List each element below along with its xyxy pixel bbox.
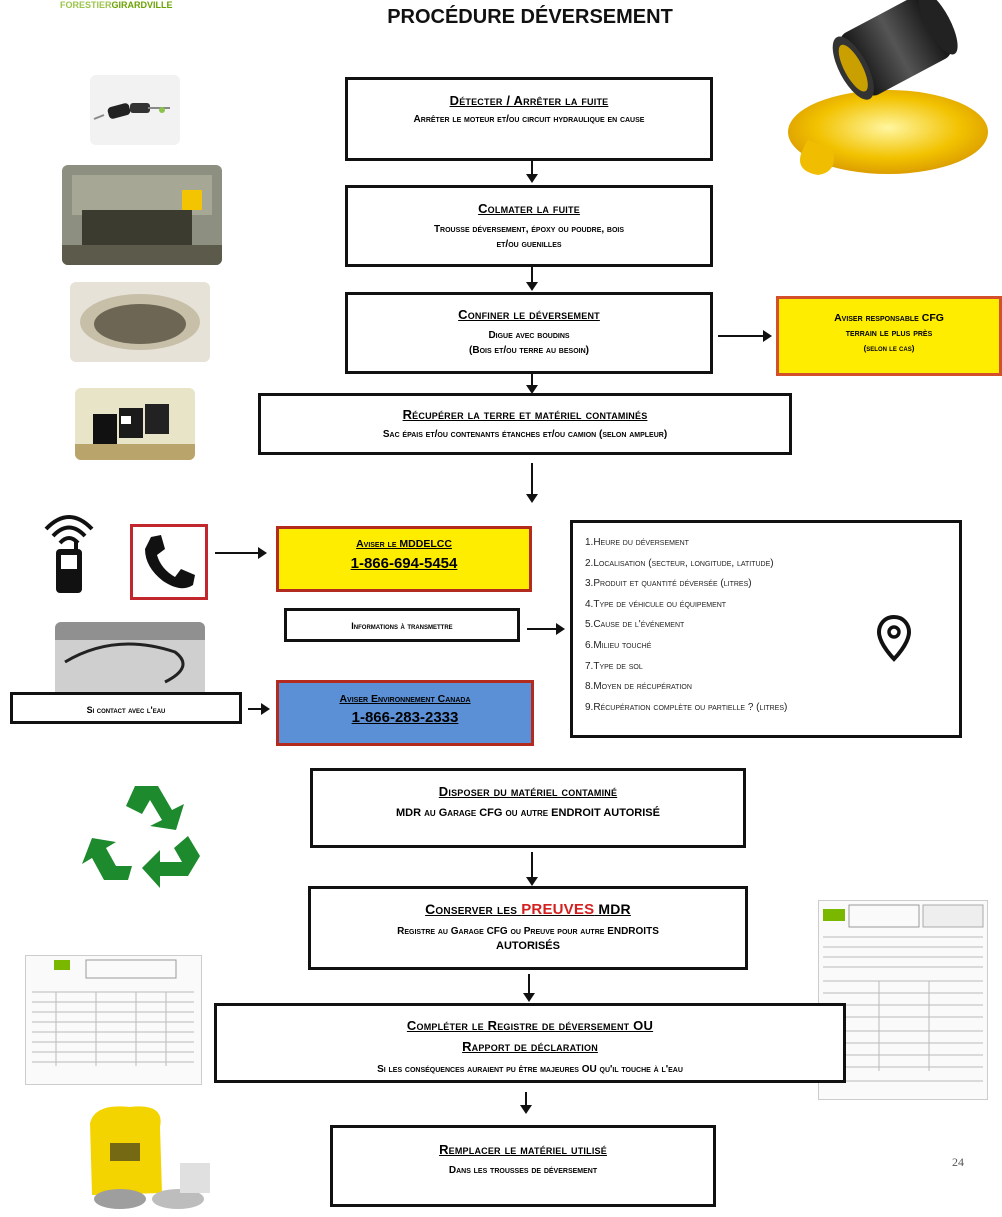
page-number: 24 xyxy=(952,1155,964,1169)
step-detect-title: Détecter / Arrêter la fuite xyxy=(449,93,609,108)
step-replace-material: Remplacer le matériel utilisé Dans les t… xyxy=(330,1125,716,1207)
notify-mddelcc-phone: 1-866-694-5454 xyxy=(350,555,458,572)
machinery-photo xyxy=(62,165,222,265)
declaration-report-thumbnail xyxy=(818,900,988,1100)
arrow-right-to-cfg xyxy=(718,330,772,342)
notify-cfg-line1: Aviser responsable CFG xyxy=(834,312,944,324)
water-contact-label: Si contact avec l'eau xyxy=(10,692,242,724)
info-item: 2.Localisation (secteur, longitude, lati… xyxy=(585,557,774,569)
registry-form-thumbnail xyxy=(25,955,202,1085)
step-keep-title: Conserver les PREUVES MDR xyxy=(311,901,745,918)
water-contact-text: Si contact avec l'eau xyxy=(86,705,166,715)
notify-cfg-line3: (selon le cas) xyxy=(863,344,915,353)
oil-barrel-illustration xyxy=(788,0,988,175)
notify-environment-canada-box: Aviser Environnement Canada 1-866-283-23… xyxy=(276,680,534,746)
info-item: 1.Heure du déversement xyxy=(585,537,689,548)
information-to-transmit-label: Informations à transmettre xyxy=(284,608,520,642)
phone-icon xyxy=(145,535,195,589)
arrow-down-4 xyxy=(526,463,538,503)
step-recover-description: Sac épais et/ou contenants étanches et/o… xyxy=(382,429,668,440)
notify-cfg-line2: terrain le plus près xyxy=(845,327,933,339)
contaminated-soil-buckets-photo xyxy=(75,388,195,460)
company-logo: FORESTIERGIRARDVILLE xyxy=(60,0,210,16)
step-complete-registry: Compléter le Registre de déversement OU … xyxy=(214,1003,846,1083)
arrow-down-5 xyxy=(526,852,538,886)
arrow-right-to-mddelcc xyxy=(215,547,267,559)
step-seal-leak: Colmater la fuite Trousse déversement, é… xyxy=(345,185,713,267)
step-confine-description-2: (Bois et/ou terre au besoin) xyxy=(469,345,589,356)
water-contact-photo xyxy=(55,622,205,697)
containment-dike-photo xyxy=(70,282,210,362)
step-confine-spill: Confiner le déversement Digue avec boudi… xyxy=(345,292,713,374)
arrow-down-6 xyxy=(523,974,535,1002)
step-recover-soil: Récupérer la terre et matériel contaminé… xyxy=(258,393,792,455)
info-item: 8.Moyen de récupération xyxy=(585,681,692,693)
info-item: 9.Récupération complète ou partielle ? (… xyxy=(585,701,788,713)
arrow-right-to-env-canada xyxy=(248,703,270,715)
phone-icon-frame xyxy=(130,524,208,600)
step-keep-title-proof: PREUVES xyxy=(521,901,595,918)
notify-cfg-box: Aviser responsable CFG terrain le plus p… xyxy=(776,296,1002,376)
arrow-down-3 xyxy=(526,374,538,394)
step-keep-evidence: Conserver les PREUVES MDR Registre au Ga… xyxy=(308,886,748,970)
logo-text-forestier: FORESTIER xyxy=(60,0,112,10)
step-dispose-description: MDR au Garage CFG ou autre ENDROIT AUTOR… xyxy=(396,807,660,819)
arrow-down-2 xyxy=(526,267,538,291)
radio-signal-icon xyxy=(44,515,94,593)
step-keep-title-post: MDR xyxy=(594,901,631,917)
notify-mddelcc-box: Aviser le MDDELCC 1-866-694-5454 xyxy=(276,526,532,592)
step-keep-description-2: AUTORISÉS xyxy=(496,940,560,952)
arrow-down-7 xyxy=(520,1092,532,1114)
arrow-right-to-info-list xyxy=(527,623,565,635)
step-complete-title-2: Rapport de déclaration xyxy=(462,1039,598,1054)
step-recover-title: Récupérer la terre et matériel contaminé… xyxy=(402,407,648,422)
information-to-transmit-text: Informations à transmettre xyxy=(351,621,453,631)
step-detect-stop-leak: Détecter / Arrêter la fuite Arrêter le m… xyxy=(345,77,713,161)
step-replace-description: Dans les trousses de déversement xyxy=(448,1165,598,1176)
keys-photo xyxy=(90,75,180,145)
step-complete-description: Si les conséquences auraient pu être maj… xyxy=(377,1064,683,1075)
step-seal-description-1: Trousse déversement, époxy ou poudre, bo… xyxy=(433,224,625,235)
info-item: 5.Cause de l'événement xyxy=(585,619,685,631)
info-item: 3.Produit et quantité déversée (litres) xyxy=(585,578,752,590)
step-detect-description: Arrêter le moteur et/ou circuit hydrauli… xyxy=(413,114,645,125)
step-dispose-title: Disposer du matériel contaminé xyxy=(438,784,618,799)
step-keep-title-pre: Conserver les xyxy=(425,901,522,917)
step-dispose-material: Disposer du matériel contaminé MDR au Ga… xyxy=(310,768,746,848)
step-confine-title: Confiner le déversement xyxy=(458,307,600,322)
step-seal-title: Colmater la fuite xyxy=(478,201,580,216)
page-title: PROCÉDURE DÉVERSEMENT xyxy=(387,6,673,28)
step-complete-title-1: Compléter le Registre de déversement OU xyxy=(406,1018,654,1033)
info-item: 7.Type de sol xyxy=(585,660,643,672)
step-confine-description-1: Digue avec boudins xyxy=(488,330,570,341)
step-seal-description-2: et/ou guenilles xyxy=(496,239,562,250)
notify-env-canada-phone: 1-866-283-2333 xyxy=(351,709,459,726)
step-keep-description-1: Registre au Garage CFG ou Preuve pour au… xyxy=(397,926,659,937)
spill-kit-photo xyxy=(70,1103,230,1213)
recycle-icon xyxy=(82,786,200,888)
info-item: 6.Milieu touché xyxy=(585,639,652,651)
step-replace-title: Remplacer le matériel utilisé xyxy=(439,1142,607,1157)
arrow-down-1 xyxy=(526,161,538,183)
info-item: 4.Type de véhicule ou équipement xyxy=(585,598,727,610)
location-pin-icon xyxy=(876,614,912,662)
notify-mddelcc-title: Aviser le MDDELCC xyxy=(356,538,452,550)
notify-env-canada-title: Aviser Environnement Canada xyxy=(339,693,471,705)
logo-text-girardville: GIRARDVILLE xyxy=(111,0,173,10)
